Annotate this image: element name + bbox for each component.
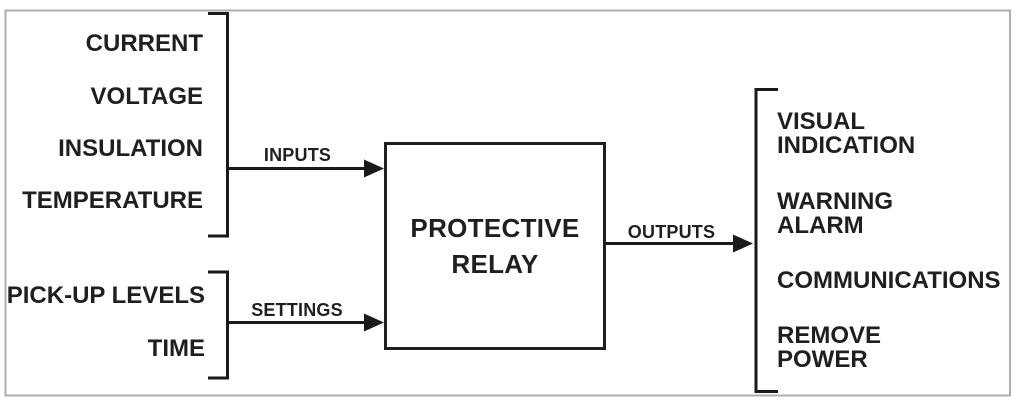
output-item-warning-alarm: WARNING ALARM bbox=[777, 188, 893, 239]
outputs-arrow-label: OUTPUTS bbox=[627, 222, 716, 242]
settings-bracket bbox=[208, 270, 229, 380]
inputs-arrowhead-icon bbox=[364, 159, 384, 178]
inputs-arrow bbox=[227, 159, 384, 178]
settings-arrow-label: SETTINGS bbox=[251, 300, 343, 320]
outputs-arrow bbox=[606, 234, 753, 253]
relay-box-label-line1: PROTECTIVE bbox=[410, 213, 580, 243]
inputs-arrow-label: INPUTS bbox=[263, 145, 332, 165]
outputs-bracket bbox=[754, 88, 778, 393]
settings-item-time: TIME bbox=[147, 335, 205, 362]
outputs-arrowhead-icon bbox=[733, 234, 753, 253]
output-item-remove-power: REMOVE POWER bbox=[777, 322, 882, 373]
input-item-voltage: VOLTAGE bbox=[90, 83, 203, 110]
output-item-visual-indication: VISUAL INDICATION bbox=[777, 108, 916, 159]
input-item-insulation: INSULATION bbox=[58, 135, 203, 162]
settings-item-pickup-levels: PICK-UP LEVELS bbox=[6, 282, 205, 309]
inputs-bracket bbox=[208, 12, 229, 238]
output-item-communications: COMMUNICATIONS bbox=[777, 267, 1001, 294]
relay-box-label-line2: RELAY bbox=[451, 249, 539, 279]
input-item-current: CURRENT bbox=[85, 30, 203, 57]
frame-border bbox=[4, 9, 1011, 397]
settings-arrow bbox=[227, 313, 384, 332]
settings-arrowhead-icon bbox=[364, 313, 384, 332]
input-item-temperature: TEMPERATURE bbox=[22, 187, 203, 214]
protective-relay-box: PROTECTIVE RELAY bbox=[384, 142, 606, 350]
